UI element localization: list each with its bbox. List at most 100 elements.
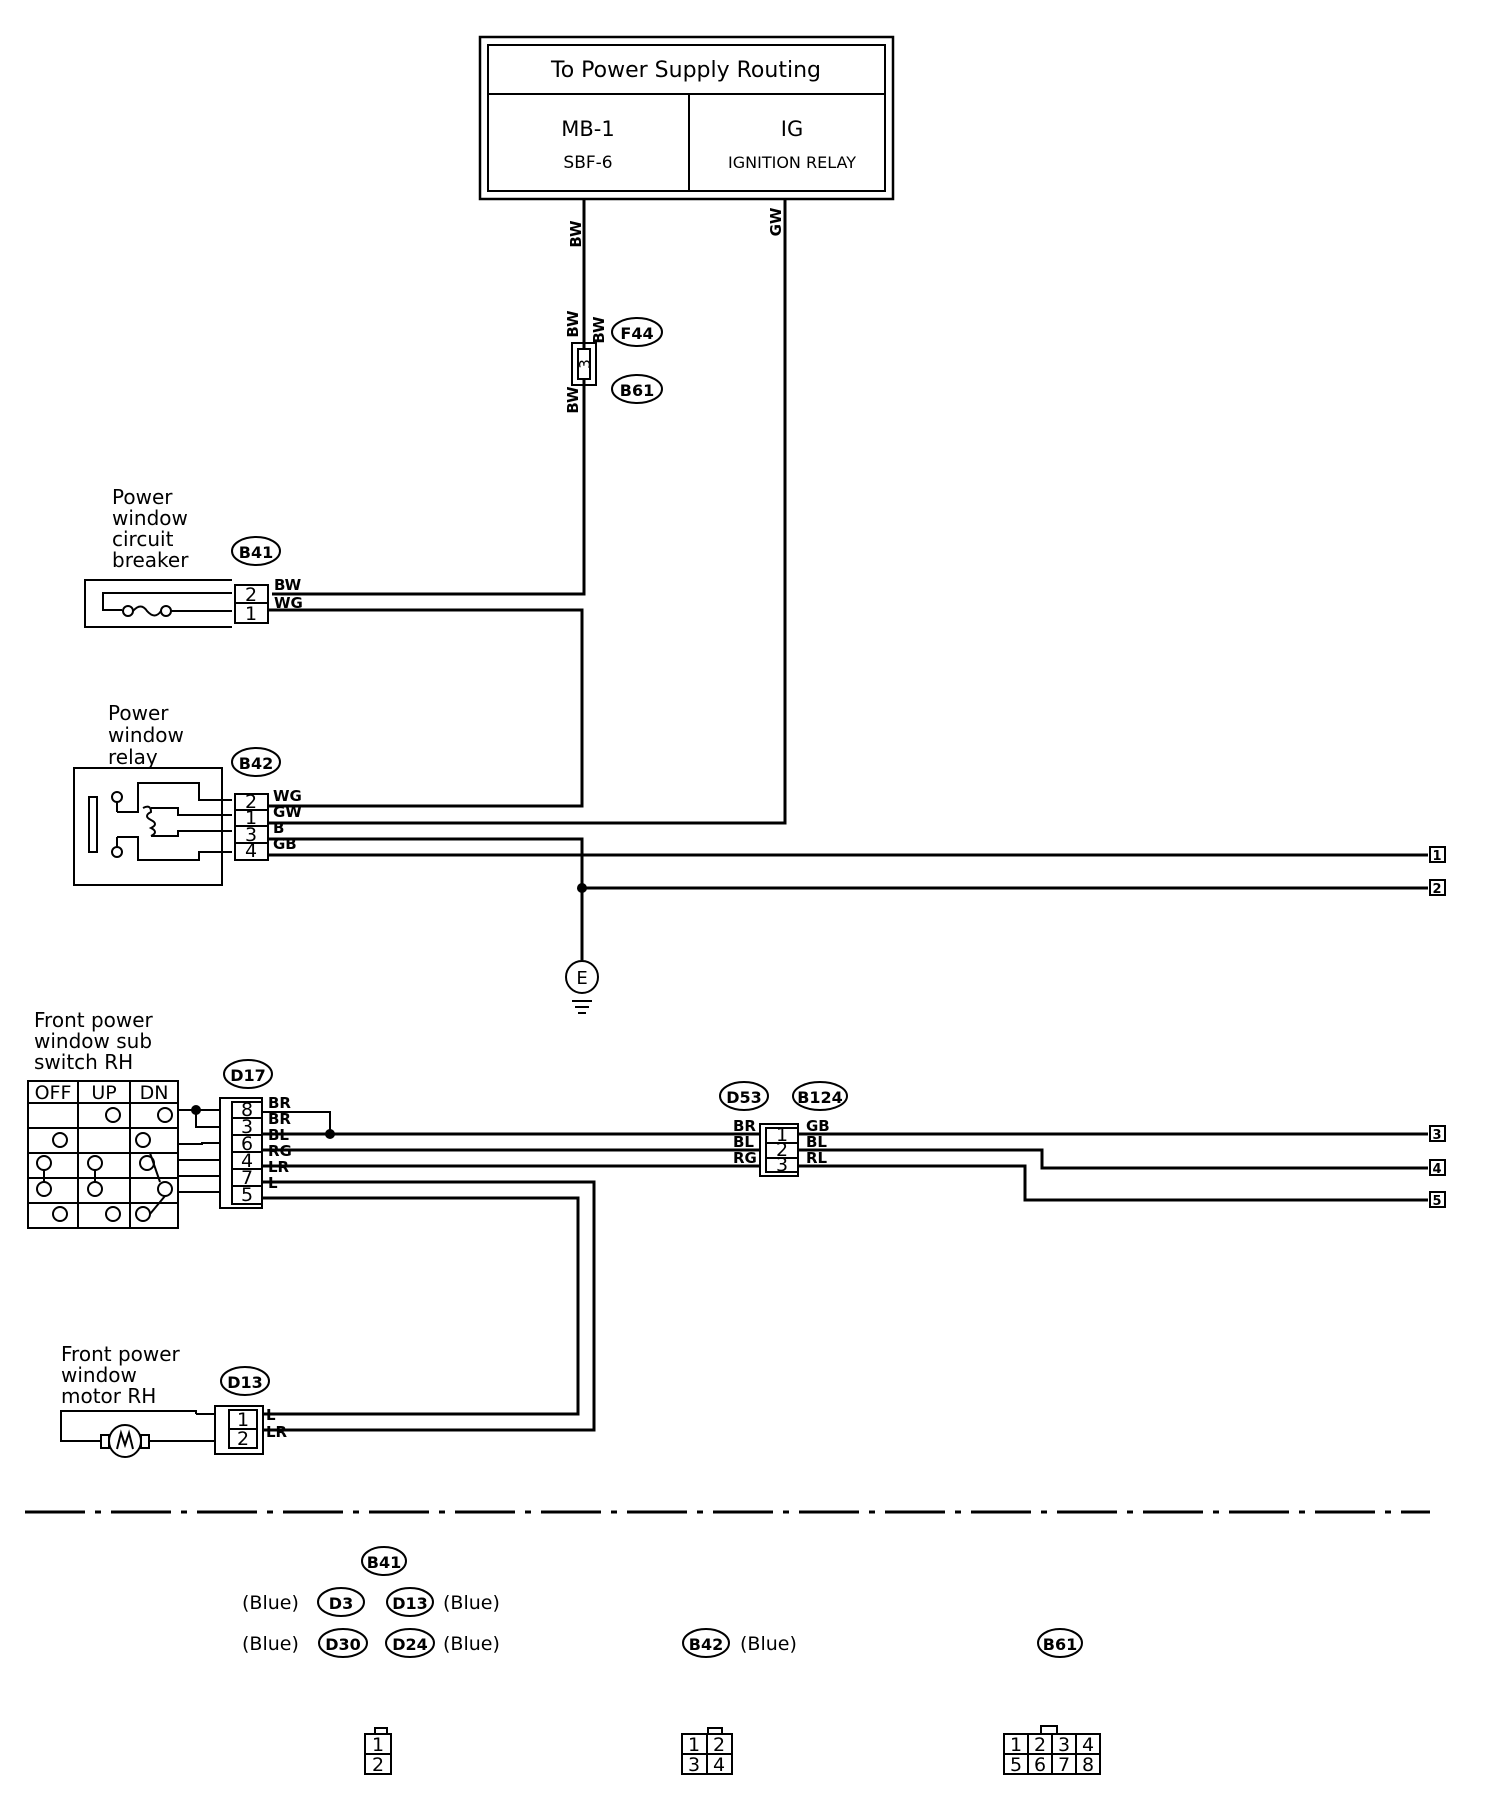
wire-l-d13: L (266, 1406, 276, 1424)
face8-pin-6: 6 (1034, 1754, 1046, 1776)
switch-wires (262, 1111, 760, 1432)
legend-d30: D30 (325, 1635, 361, 1654)
legend-d3: D3 (329, 1594, 353, 1613)
breaker-label-4: breaker (112, 548, 189, 572)
legend-b61: B61 (1043, 1635, 1077, 1654)
switch-header-up: UP (91, 1082, 116, 1104)
connector-d53-label: D53 (726, 1088, 762, 1107)
legend-b41: B41 (367, 1553, 401, 1572)
connector-face-8pin: 1 2 3 4 5 6 7 8 (1003, 1725, 1101, 1776)
legend-blue-d3: (Blue) (242, 1592, 299, 1614)
circuit-breaker: Power window circuit breaker 2 1 B41 BW … (84, 485, 303, 628)
power-supply-title: To Power Supply Routing (550, 58, 821, 83)
breaker-label-2: window (112, 506, 188, 530)
pin-d13-1: 1 (237, 1409, 249, 1431)
connector-legend: B41 (Blue) D3 D13 (Blue) (Blue) D30 D24 … (242, 1546, 1101, 1776)
ref-1: 1 (1432, 849, 1441, 864)
motor-label-2: window (61, 1363, 137, 1387)
ground-label: E (576, 968, 587, 989)
wire-bw-top: BW (567, 220, 585, 248)
power-window-relay: Power window relay 2 1 3 4 B42 WG GW B G… (73, 701, 302, 886)
pin-b42-2: 2 (245, 791, 257, 813)
supply-wires: BW GW (268, 199, 787, 825)
fuse-mb1-label: MB-1 (561, 117, 614, 141)
face8-pin-3: 3 (1058, 1734, 1070, 1756)
wire-gw-b42: GW (273, 803, 302, 821)
pin-b42-3: 3 (245, 824, 257, 846)
face4-pin-4: 4 (713, 1754, 725, 1776)
relay-label-3: relay (108, 745, 158, 769)
face2-pin-1: 1 (372, 1734, 384, 1756)
pin-d53-1: 1 (776, 1124, 788, 1146)
wire-bw-f44-right: BW (590, 316, 608, 344)
pin-d17-3: 3 (241, 1116, 253, 1138)
fuse-sbf6-label: SBF-6 (563, 153, 612, 173)
wire-br-d53: BR (733, 1117, 756, 1135)
relay-output-wires: E (268, 837, 1428, 1014)
legend-blue-b42: (Blue) (740, 1633, 797, 1655)
pin-d17-7: 7 (241, 1167, 253, 1189)
wire-rg-d53: RG (733, 1149, 757, 1167)
connector-f44-b61: 3 BW BW BW F44 B61 (564, 310, 663, 414)
reference-markers: 1 2 3 4 5 (1429, 846, 1446, 1209)
subswitch-label-1: Front power (34, 1008, 154, 1032)
face8-pin-8: 8 (1082, 1754, 1094, 1776)
face4-pin-2: 2 (713, 1734, 725, 1756)
wire-bw-b61: BW (564, 386, 582, 414)
wire-br-d17-2: BR (268, 1110, 291, 1128)
wire-rl-b124: RL (806, 1149, 828, 1167)
connector-b124-label: B124 (797, 1088, 843, 1107)
relay-label-2: window (108, 723, 184, 747)
wire-wg-b42: WG (273, 787, 302, 805)
legend-b42: B42 (689, 1635, 723, 1654)
pin-b41-1: 1 (245, 603, 257, 625)
face4-pin-1: 1 (688, 1734, 700, 1756)
sub-switch-rh: Front power window sub switch RH OFF UP … (27, 1008, 292, 1229)
face8-pin-5: 5 (1010, 1754, 1022, 1776)
wire-gw-top: GW (767, 207, 785, 236)
connector-b61-label: B61 (620, 381, 654, 400)
subswitch-label-2: window sub (34, 1029, 152, 1053)
wire-br-d17-1: BR (268, 1094, 291, 1112)
switch-header-dn: DN (140, 1082, 169, 1104)
subswitch-label-3: switch RH (34, 1050, 133, 1074)
face8-pin-7: 7 (1058, 1754, 1070, 1776)
legend-d13: D13 (392, 1594, 428, 1613)
connector-d53-b124: 1 2 3 D53 B124 BR BL RG GB BL RL (719, 1081, 1428, 1202)
wire-wg-b41: WG (274, 594, 303, 612)
pin-b42-1: 1 (245, 807, 257, 829)
motor-rh: Front power window motor RH 1 2 D13 L LR (60, 1342, 288, 1458)
motor-label-1: Front power (61, 1342, 181, 1366)
pin-b42-4: 4 (245, 840, 257, 862)
face8-pin-2: 2 (1034, 1734, 1046, 1756)
wire-bl-d53: BL (733, 1133, 754, 1151)
pin-f44-3: 3 (576, 359, 594, 369)
ig-label: IG (781, 117, 803, 141)
legend-blue-d13: (Blue) (443, 1592, 500, 1614)
ref-5: 5 (1432, 1194, 1441, 1209)
wire-lr-d13: LR (266, 1423, 288, 1441)
face8-pin-1: 1 (1010, 1734, 1022, 1756)
breaker-label-3: circuit (112, 527, 174, 551)
ref-3: 3 (1432, 1128, 1441, 1143)
connector-face-4pin: 1 2 3 4 (681, 1727, 733, 1776)
ref-4: 4 (1432, 1162, 1441, 1177)
wire-bw-f44-left: BW (564, 310, 582, 338)
pin-d53-2: 2 (776, 1139, 788, 1161)
motor-label-3: motor RH (61, 1384, 156, 1408)
pin-d17-8: 8 (241, 1099, 253, 1121)
pin-d13-2: 2 (237, 1428, 249, 1450)
power-supply-box: To Power Supply Routing MB-1 SBF-6 IG IG… (478, 35, 895, 201)
ignition-relay-label: IGNITION RELAY (728, 153, 856, 172)
connector-b41-label: B41 (239, 543, 273, 562)
legend-d24: D24 (392, 1635, 428, 1654)
wire-bw-b41: BW (274, 576, 302, 594)
legend-blue-d30: (Blue) (242, 1633, 299, 1655)
face2-pin-2: 2 (372, 1754, 384, 1776)
face4-pin-3: 3 (688, 1754, 700, 1776)
pin-d53-3: 3 (776, 1154, 788, 1176)
breaker-label-1: Power (112, 485, 173, 509)
connector-d17-label: D17 (230, 1066, 266, 1085)
legend-blue-d24: (Blue) (443, 1633, 500, 1655)
